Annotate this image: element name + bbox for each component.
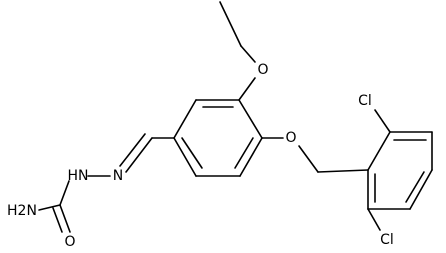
bond-ch-n-double-1 bbox=[125, 137, 153, 173]
bond-c-o-double-1 bbox=[59, 204, 71, 233]
atom-o-ethoxy: O bbox=[257, 62, 268, 78]
bond-ch2-ring bbox=[317, 169, 369, 173]
bond-o-ch2 bbox=[298, 145, 319, 173]
bond-ethyl-ch3 bbox=[219, 1, 242, 47]
bond-o-ring bbox=[238, 77, 256, 101]
atom-nh2: H2N bbox=[7, 203, 37, 219]
dichlorophenyl-ring bbox=[367, 131, 433, 210]
atom-nh: HN bbox=[68, 168, 89, 184]
bond-c-o-double-2 bbox=[52, 207, 63, 233]
atom-o-carbonyl: O bbox=[64, 234, 75, 250]
atom-n-imine: N bbox=[113, 168, 123, 184]
bond-ch-n-double-2 bbox=[119, 133, 146, 167]
bond-cl-top bbox=[374, 109, 391, 133]
bond-c-nh2 bbox=[38, 204, 61, 211]
bond-cl-bottom bbox=[367, 208, 381, 231]
atom-o-benzyl: O bbox=[285, 130, 296, 146]
atom-cl-top: Cl bbox=[358, 93, 372, 109]
bond-ethyl-ch2-o bbox=[240, 45, 256, 63]
bond-nh-c bbox=[59, 180, 70, 206]
atom-cl-bottom: Cl bbox=[380, 232, 394, 248]
central-benzene-ring bbox=[173, 99, 263, 177]
